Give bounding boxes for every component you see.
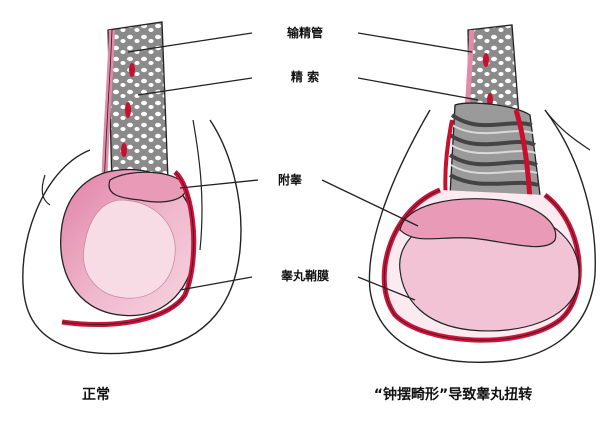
torsion-anatomy <box>368 24 596 363</box>
torsion-scrotum-outer <box>368 109 596 363</box>
twisted-cord <box>443 102 541 204</box>
torsion-skin-fold <box>544 109 591 151</box>
label-vas-deferens: 输精管 <box>287 25 323 40</box>
normal-anatomy <box>22 21 242 355</box>
normal-testis-inner <box>83 199 176 299</box>
torsion-epididymis <box>399 198 557 248</box>
label-tunica-vaginalis: 睾丸鞘膜 <box>281 268 329 283</box>
label-epididymis: 附睾 <box>278 172 302 187</box>
normal-scrotum-outer <box>22 119 242 355</box>
normal-cord-vessels <box>121 63 135 157</box>
caption-torsion: “钟摆畸形”导致睾丸扭转 <box>374 386 532 403</box>
caption-normal: 正常 <box>82 386 110 403</box>
normal-skin-fold <box>41 174 51 206</box>
normal-inner-fold <box>192 119 203 251</box>
label-spermatic-cord: 精 索 <box>291 69 319 84</box>
normal-epididymis <box>108 171 187 203</box>
leader-lines <box>127 32 479 301</box>
